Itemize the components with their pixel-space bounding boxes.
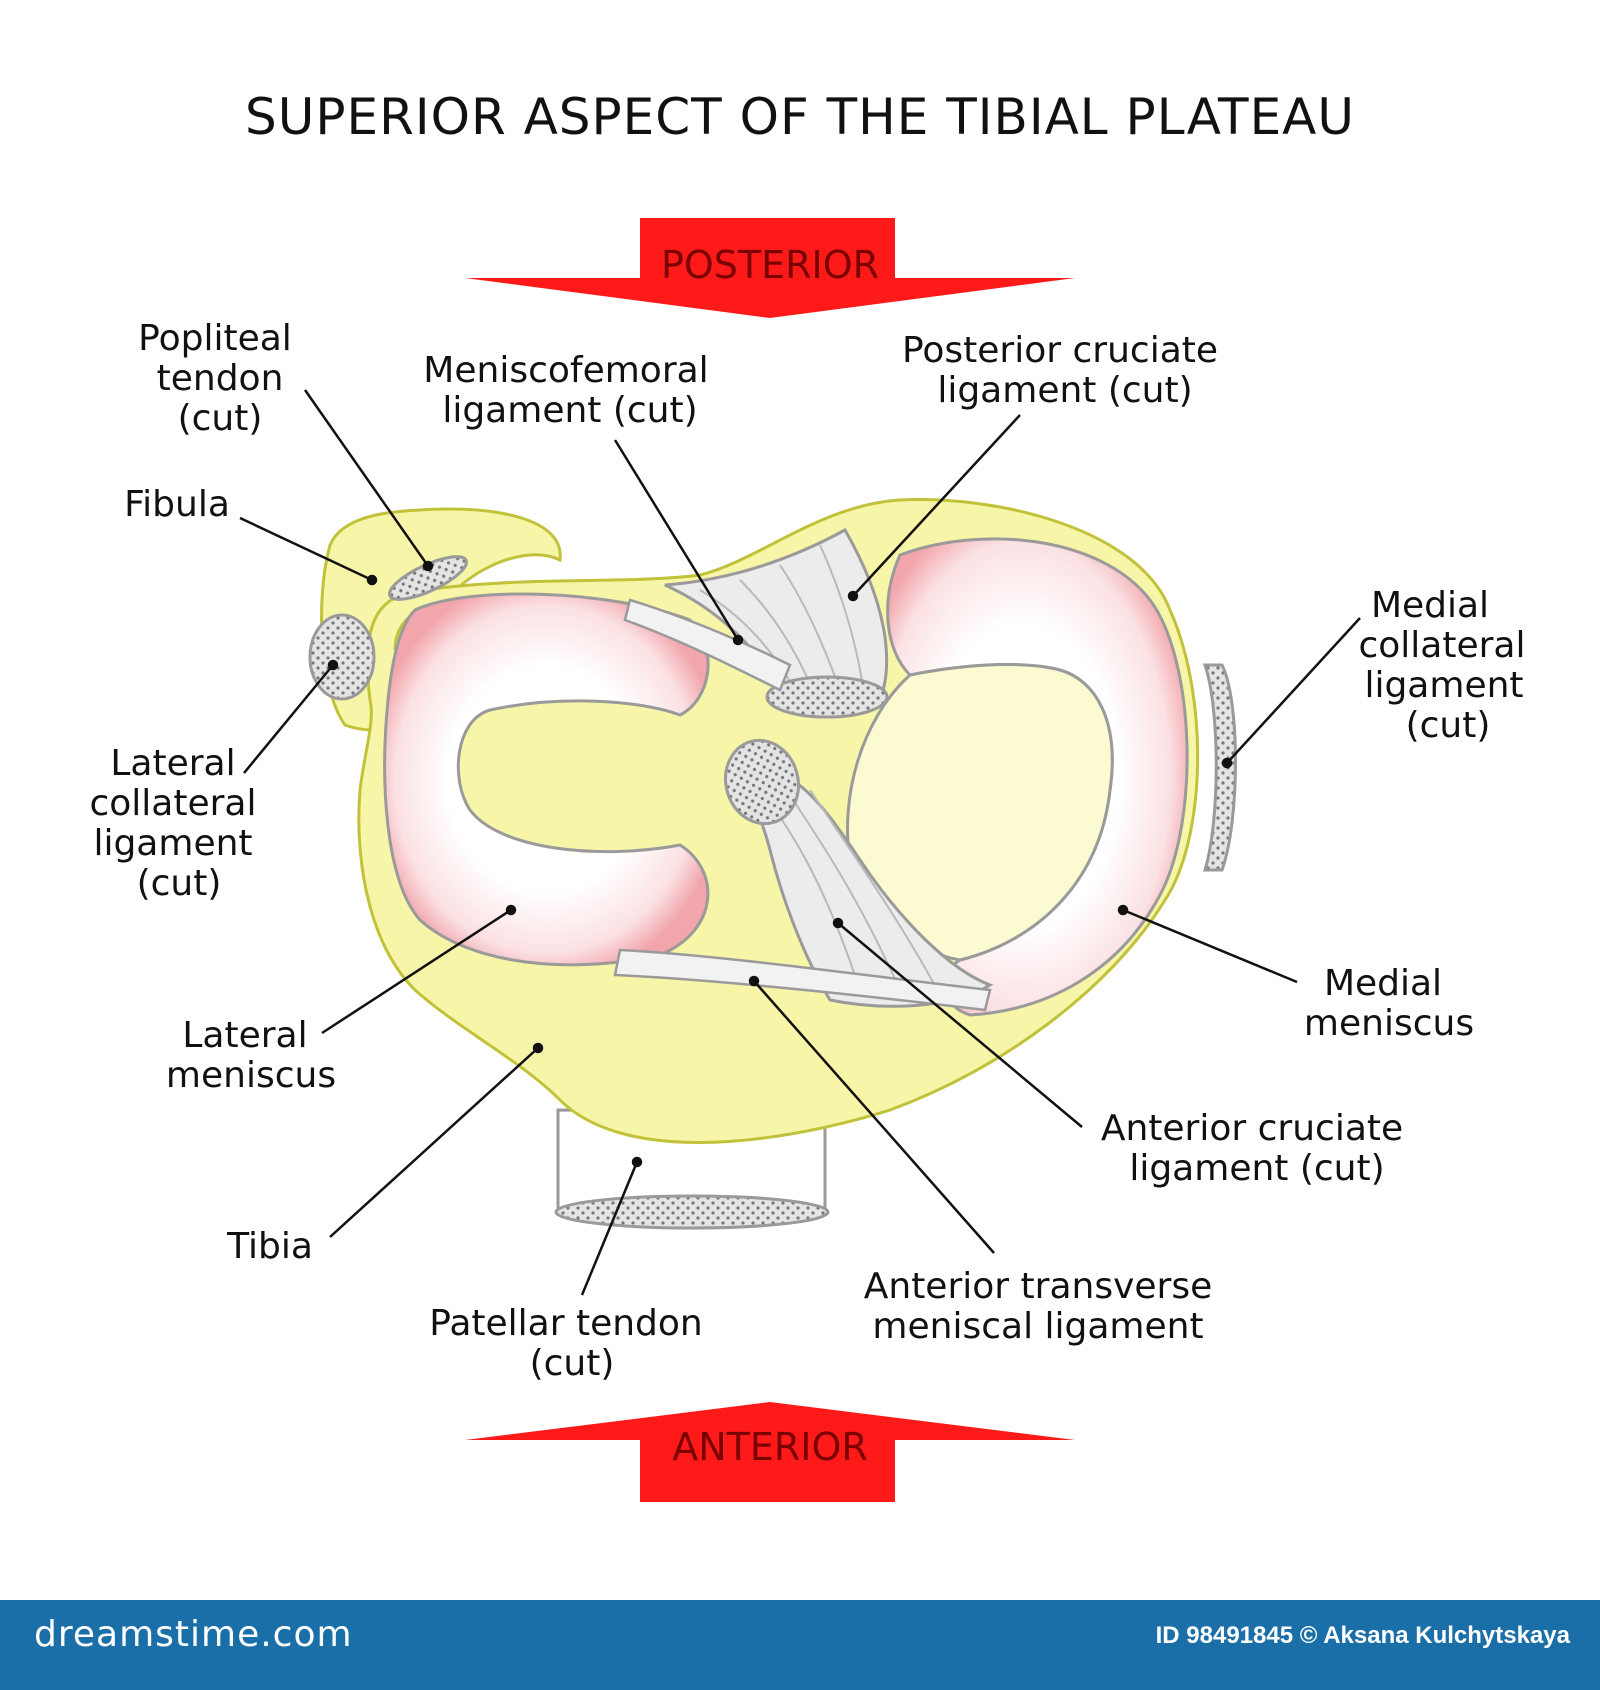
anterior-arrow: ANTERIOR — [465, 1402, 1075, 1502]
svg-text:ligament (cut): ligament (cut) — [937, 370, 1192, 411]
svg-text:Fibula: Fibula — [124, 484, 230, 525]
tibial-plateau-diagram: POSTERIOR ANTERIOR — [89, 218, 1526, 1502]
svg-text:meniscal ligament: meniscal ligament — [872, 1306, 1203, 1347]
label-meniscofemoral-ligament: Meniscofemoral ligament (cut) — [423, 350, 708, 431]
svg-text:ligament: ligament — [1364, 665, 1523, 706]
svg-text:collateral: collateral — [1358, 625, 1525, 666]
svg-text:Popliteal: Popliteal — [138, 318, 292, 359]
svg-text:Anterior transverse: Anterior transverse — [864, 1266, 1213, 1307]
lateral-collateral-ligament — [308, 613, 376, 701]
leader-lines — [239, 389, 1361, 1296]
anterior-label: ANTERIOR — [672, 1425, 868, 1469]
page-title: SUPERIOR ASPECT OF THE TIBIAL PLATEAU — [245, 88, 1355, 146]
svg-text:Anterior cruciate: Anterior cruciate — [1101, 1108, 1403, 1149]
footer-bar: dreamstime.com ID 98491845 © Aksana Kulc… — [0, 1600, 1600, 1690]
popliteal-tendon — [388, 555, 468, 601]
svg-text:Patellar tendon: Patellar tendon — [429, 1303, 703, 1344]
label-popliteal-tendon: Popliteal tendon (cut) — [138, 318, 292, 439]
anterior-transverse-ligament — [613, 948, 992, 1012]
anterior-cruciate-ligament — [724, 738, 994, 1008]
posterior-arrow: POSTERIOR — [465, 218, 1075, 318]
svg-text:(cut): (cut) — [137, 863, 222, 904]
medial-meniscus-shape — [846, 537, 1189, 1017]
svg-text:Medial: Medial — [1324, 963, 1442, 1004]
label-lateral-meniscus: Lateral meniscus — [166, 1015, 336, 1096]
svg-text:Lateral: Lateral — [182, 1015, 307, 1056]
svg-text:Lateral: Lateral — [110, 743, 235, 784]
svg-text:ligament (cut): ligament (cut) — [1129, 1148, 1384, 1189]
svg-text:tendon: tendon — [157, 358, 284, 399]
label-lateral-collateral-ligament: Lateral collateral ligament (cut) — [89, 743, 256, 904]
svg-text:meniscus: meniscus — [166, 1055, 336, 1096]
posterior-label: POSTERIOR — [661, 243, 879, 287]
label-tibia: Tibia — [226, 1226, 313, 1267]
label-patellar-tendon: Patellar tendon (cut) — [429, 1303, 703, 1384]
label-posterior-cruciate-ligament: Posterior cruciate ligament (cut) — [902, 330, 1218, 411]
footer-brand[interactable]: dreamstime.com — [34, 1614, 353, 1655]
svg-text:meniscus: meniscus — [1304, 1003, 1474, 1044]
svg-text:Medial: Medial — [1371, 585, 1489, 626]
svg-text:Meniscofemoral: Meniscofemoral — [423, 350, 708, 391]
posterior-cruciate-ligament — [664, 527, 889, 719]
footer-credit: ID 98491845 © Aksana Kulchytskaya — [1155, 1622, 1570, 1649]
svg-text:ligament (cut): ligament (cut) — [442, 390, 697, 431]
svg-text:Posterior cruciate: Posterior cruciate — [902, 330, 1218, 371]
svg-text:(cut): (cut) — [530, 1343, 615, 1384]
meniscofemoral-ligament — [623, 598, 792, 692]
label-medial-collateral-ligament: Medial collateral ligament (cut) — [1358, 585, 1525, 746]
label-anterior-cruciate-ligament: Anterior cruciate ligament (cut) — [1101, 1108, 1403, 1189]
lateral-meniscus-shape — [383, 592, 710, 967]
svg-text:ligament: ligament — [93, 823, 252, 864]
svg-text:collateral: collateral — [89, 783, 256, 824]
svg-text:(cut): (cut) — [178, 398, 263, 439]
medial-collateral-ligament — [1202, 663, 1237, 872]
label-medial-meniscus: Medial meniscus — [1304, 963, 1474, 1044]
label-anterior-transverse-ligament: Anterior transverse meniscal ligament — [864, 1266, 1213, 1347]
svg-text:Tibia: Tibia — [226, 1226, 313, 1267]
label-fibula: Fibula — [124, 484, 230, 525]
svg-text:(cut): (cut) — [1406, 705, 1491, 746]
